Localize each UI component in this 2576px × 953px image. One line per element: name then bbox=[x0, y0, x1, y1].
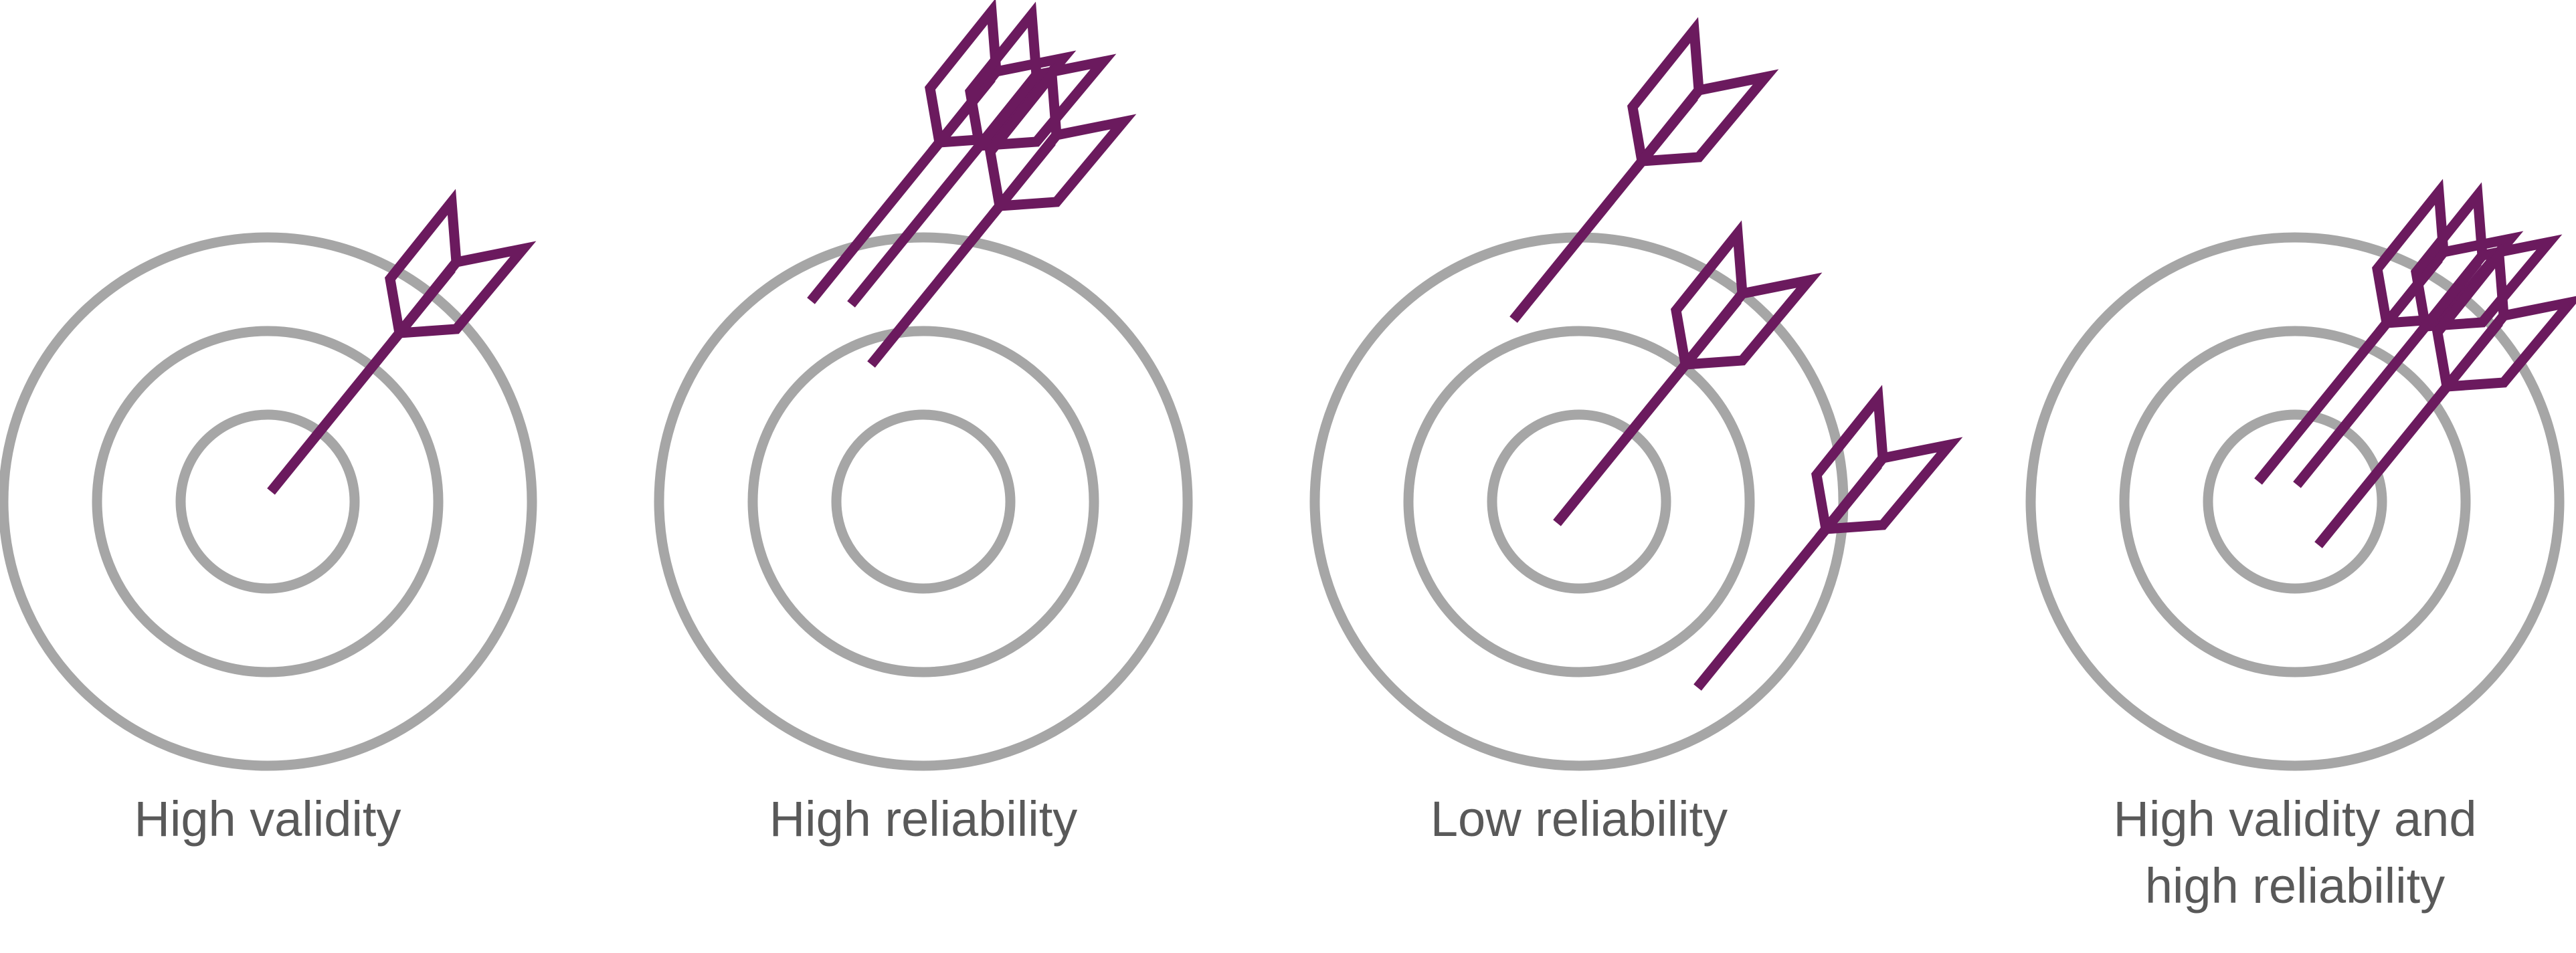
dart-icon bbox=[867, 62, 1137, 368]
target-ring-1 bbox=[0, 232, 537, 771]
panel-3: Low reliability bbox=[1309, 17, 1963, 847]
panel-caption: High validity and bbox=[2114, 791, 2477, 847]
target-ring-2 bbox=[2119, 326, 2471, 677]
dart-icon bbox=[267, 189, 537, 495]
dart-icon bbox=[1693, 385, 1963, 691]
panel-caption: Low reliability bbox=[1431, 791, 1728, 847]
panel-2: High reliability bbox=[654, 0, 1193, 847]
panel-caption: High validity bbox=[134, 791, 401, 847]
dart-icon bbox=[2314, 242, 2576, 548]
target-ring-1 bbox=[2025, 232, 2565, 771]
target-ring-2 bbox=[1403, 326, 1755, 677]
target-ring-3 bbox=[2203, 409, 2387, 594]
target-icon bbox=[2025, 232, 2565, 771]
dart-icon bbox=[1553, 220, 1823, 526]
target-ring-2 bbox=[747, 326, 1099, 677]
dart-icon bbox=[1509, 17, 1779, 323]
target-icon bbox=[654, 232, 1193, 771]
panel-caption: high reliability bbox=[2145, 858, 2445, 914]
target-ring-3 bbox=[831, 409, 1016, 594]
target-ring-3 bbox=[175, 409, 360, 594]
panel-1: High validity bbox=[0, 189, 537, 847]
dart-icon bbox=[2293, 182, 2563, 488]
target-ring-3 bbox=[1487, 409, 1671, 594]
panel-4: High validity and high reliability bbox=[2025, 179, 2576, 914]
target-icon bbox=[0, 232, 537, 771]
panel-caption: High reliability bbox=[769, 791, 1078, 847]
dart-icon bbox=[847, 1, 1117, 308]
target-ring-1 bbox=[654, 232, 1193, 771]
target-ring-2 bbox=[92, 326, 444, 677]
